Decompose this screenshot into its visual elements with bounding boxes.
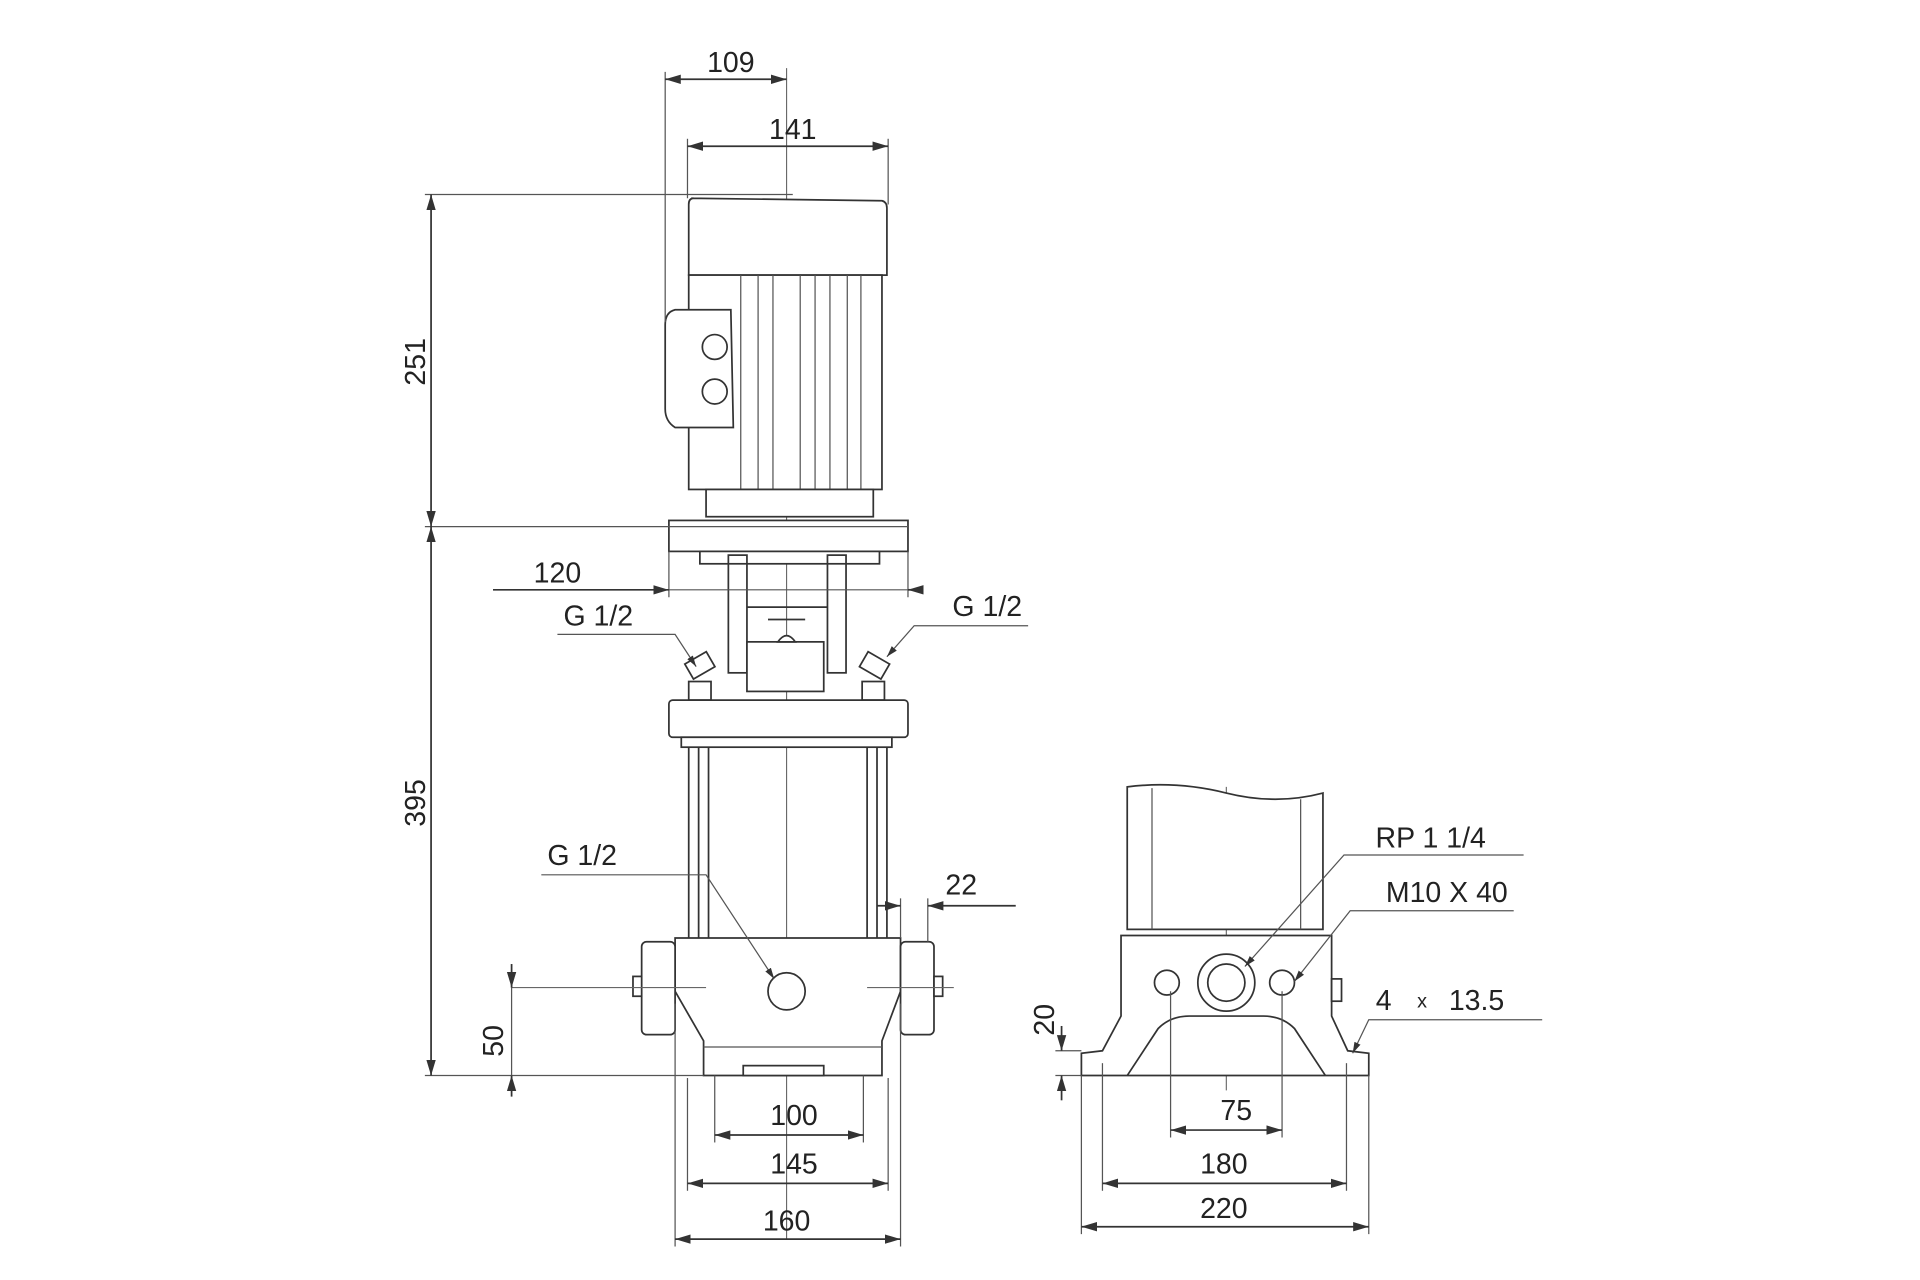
inlet-port xyxy=(640,940,676,1036)
label-rp: RP 1 1/4 xyxy=(1376,823,1486,855)
dim-120: 120 xyxy=(534,557,582,589)
pump-base xyxy=(674,937,902,1077)
pump-base-side xyxy=(1080,934,1370,1077)
pump-sleeve xyxy=(687,747,888,939)
label-vent-left: G 1/2 xyxy=(563,601,633,633)
outlet-port xyxy=(899,940,935,1036)
pump-head xyxy=(668,699,909,739)
dim-22: 22 xyxy=(945,870,977,902)
dim-50: 50 xyxy=(478,1025,510,1057)
dim-75: 75 xyxy=(1220,1095,1252,1127)
coupling xyxy=(746,640,825,693)
label-holes-x: x xyxy=(1417,990,1427,1012)
terminal-box xyxy=(664,308,735,429)
dim-145: 145 xyxy=(770,1148,818,1180)
dim-141: 141 xyxy=(769,114,817,146)
vent-plugs xyxy=(683,650,891,701)
front-view: 109 141 251 395 120 G 1/2 G 1/2 G 1/2 22… xyxy=(400,47,1029,1247)
dim-180: 180 xyxy=(1200,1148,1248,1180)
dim-100: 100 xyxy=(770,1100,818,1132)
dim-20: 20 xyxy=(1029,1004,1061,1036)
drain-plug xyxy=(767,971,807,1011)
label-holes-count: 4 xyxy=(1376,985,1392,1017)
dim-220: 220 xyxy=(1200,1193,1248,1225)
label-m10: M10 X 40 xyxy=(1386,877,1508,909)
coupling-guard xyxy=(727,554,847,674)
label-vent-right: G 1/2 xyxy=(952,591,1022,623)
pump-column-section xyxy=(1126,783,1324,931)
label-drain: G 1/2 xyxy=(547,840,617,872)
dim-109: 109 xyxy=(707,47,755,79)
dim-160: 160 xyxy=(763,1205,811,1237)
dim-395: 395 xyxy=(400,779,432,827)
motor xyxy=(664,197,888,518)
inlet-bore xyxy=(1196,953,1256,1012)
dim-251: 251 xyxy=(400,338,432,386)
motor-stool-flange xyxy=(668,519,909,553)
side-view: RP 1 1/4 M10 X 40 4 x 13.5 20 75 180 220 xyxy=(1029,783,1543,1235)
label-holes-dia: 13.5 xyxy=(1449,985,1504,1017)
